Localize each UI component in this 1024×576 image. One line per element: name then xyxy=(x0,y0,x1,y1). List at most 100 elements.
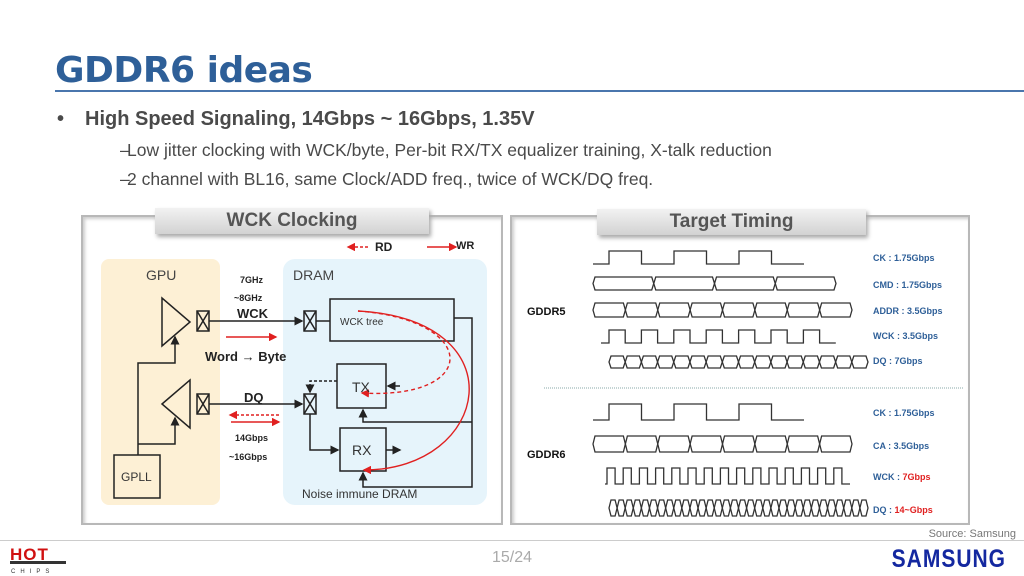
gddr5-dq-cell xyxy=(770,355,788,369)
gddr5-addr-cell xyxy=(624,302,659,318)
gddr5-dq-cell xyxy=(754,355,772,369)
gddr5-cmd-cell xyxy=(592,276,655,291)
sub-bullet: – 2 channel with BL16, same Clock/ADD fr… xyxy=(120,169,653,190)
signal-name: CMD : xyxy=(873,280,902,290)
gddr6-dq-cell xyxy=(843,499,853,517)
gddr5-dq-cell xyxy=(673,355,691,369)
gddr6-dq-cell xyxy=(810,499,821,517)
gddr5-dq-cell xyxy=(818,355,837,369)
gddr5-signal-label: ADDR : 3.5Gbps xyxy=(873,306,943,316)
sub-bullet-text: Low jitter clocking with WCK/byte, Per-b… xyxy=(127,140,772,160)
target-timing-panel xyxy=(510,215,970,525)
rate-14gbps: 14Gbps xyxy=(235,433,268,443)
gddr5-dq-cell xyxy=(786,355,804,369)
gddr6-signal-label: CA : 3.5Gbps xyxy=(873,441,929,451)
title-underline xyxy=(55,90,1024,92)
gddr6-dq-cell xyxy=(745,499,756,517)
signal-name: DQ : xyxy=(873,505,895,515)
gddr5-dq-cell xyxy=(737,355,756,369)
wck-label: WCK xyxy=(237,306,269,321)
tx-label: TX xyxy=(352,379,371,395)
signal-rate: 3.5Gbps xyxy=(894,441,930,451)
gddr5-cmd-cell xyxy=(713,276,776,291)
signal-name: CK : xyxy=(873,253,894,263)
gddr5-dq-cell xyxy=(640,355,659,369)
gddr6-ca-cell xyxy=(754,435,788,453)
gddr6-ck-wave xyxy=(593,403,804,421)
signal-rate: 14~Gbps xyxy=(895,505,933,515)
gddr6-dq-cell xyxy=(786,499,796,517)
gddr6-dq-cell xyxy=(826,499,837,517)
gddr5-cmd-cell xyxy=(653,276,716,291)
dram-label: DRAM xyxy=(293,267,334,283)
gddr5-addr-cell xyxy=(754,302,788,318)
dq-receiver-icon xyxy=(160,378,191,430)
main-bullet: • High Speed Signaling, 14Gbps ~ 16Gbps,… xyxy=(57,108,535,131)
samsung-logo: SAMSUNG xyxy=(891,545,1006,574)
gddr6-dq-cell xyxy=(656,499,667,517)
rx-label: RX xyxy=(352,442,372,458)
dram-block xyxy=(283,259,487,505)
sub-bullet-text: 2 channel with BL16, same Clock/ADD freq… xyxy=(127,169,654,189)
gddr6-dq-cell xyxy=(794,499,804,517)
gddr6-dq-cell xyxy=(697,499,707,517)
gddr5-label: GDDR5 xyxy=(527,306,566,318)
tx-box xyxy=(336,363,387,409)
gddr6-dq-cell xyxy=(802,499,813,517)
gddr6-dq-cell xyxy=(729,499,740,517)
gddr5-addr-cell xyxy=(786,302,821,318)
gddr6-dq-cell xyxy=(632,499,643,517)
gddr5-signal-label: DQ : 7Gbps xyxy=(873,356,923,366)
signal-rate: 1.75Gbps xyxy=(894,253,935,263)
signal-name: WCK : xyxy=(873,472,903,482)
gddr6-ca-cell xyxy=(689,435,724,453)
gddr6-dq-cell xyxy=(616,499,626,517)
gddr6-ca-cell xyxy=(818,435,853,453)
gddr6-wck-wave xyxy=(605,467,850,485)
legend-wr: WR xyxy=(456,240,474,252)
gddr6-dq-cell xyxy=(762,499,772,517)
gddr5-dq-cell xyxy=(608,355,626,369)
gddr5-dq-cell xyxy=(689,355,707,369)
gddr6-dq-cell xyxy=(859,499,869,517)
footer-rule xyxy=(0,540,1024,541)
gpll-label: GPLL xyxy=(121,470,152,484)
signal-rate: 7Gbps xyxy=(895,356,923,366)
signal-rate: 3.5Gbps xyxy=(903,331,939,341)
signal-rate: 1.75Gbps xyxy=(902,280,943,290)
gddr6-dq-cell xyxy=(754,499,764,517)
wck-tree-label: WCK tree xyxy=(340,317,384,328)
signal-name: DQ : xyxy=(873,356,895,366)
signal-rate: 7Gbps xyxy=(903,472,931,482)
legend-rd: RD xyxy=(375,240,393,254)
gddr5-dq-cell xyxy=(656,355,675,369)
gddr5-dq-cell xyxy=(624,355,643,369)
target-timing-title: Target Timing xyxy=(597,209,866,235)
gddr5-cmd-cell xyxy=(774,276,837,291)
gddr5-signal-label: CK : 1.75Gbps xyxy=(873,253,935,263)
gpu-block xyxy=(101,259,220,505)
dash-marker: – xyxy=(120,140,130,160)
gddr6-dq-cell xyxy=(673,499,683,517)
wck-clocking-title: WCK Clocking xyxy=(155,208,429,234)
gddr6-dq-cell xyxy=(689,499,699,517)
gpll-box xyxy=(113,454,161,499)
hot-chips-logo: HOT CHIPS xyxy=(10,545,66,574)
freq-8ghz: ~8GHz xyxy=(234,293,263,303)
gddr6-dq-cell xyxy=(608,499,618,517)
source-note: Source: Samsung xyxy=(928,528,1016,540)
wck-tree-box xyxy=(329,298,455,342)
gddr6-ca-cell xyxy=(624,435,659,453)
gddr5-addr-cell xyxy=(657,302,691,318)
gddr6-dq-cell xyxy=(664,499,675,517)
gddr5-addr-cell xyxy=(818,302,853,318)
gddr6-ca-cell xyxy=(657,435,691,453)
gddr5-dq-cell xyxy=(851,355,869,369)
gddr5-signal-label: CMD : 1.75Gbps xyxy=(873,280,942,290)
gddr6-dq-cell xyxy=(834,499,845,517)
gddr6-dq-cell xyxy=(737,499,748,517)
gddr6-label: GDDR6 xyxy=(527,449,566,461)
